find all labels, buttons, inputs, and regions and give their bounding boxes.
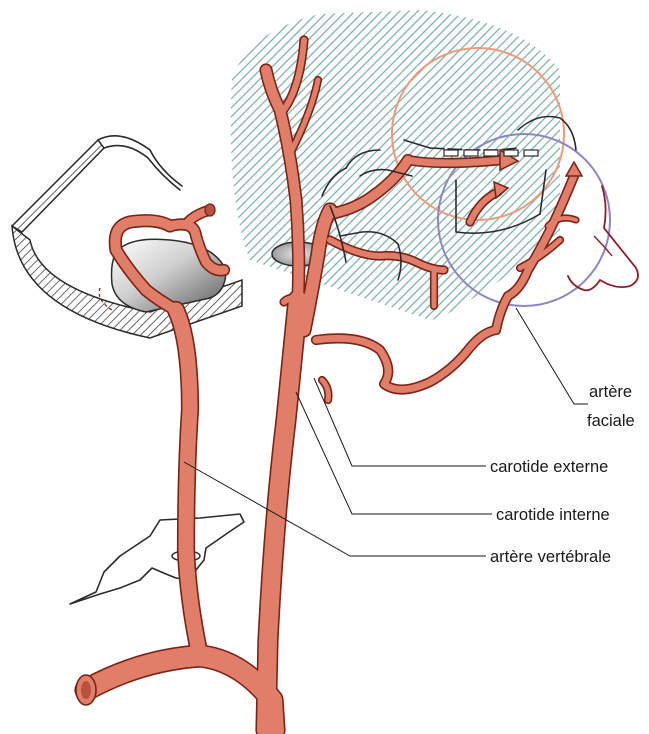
hatch-line xyxy=(449,0,649,340)
arterial-tree xyxy=(86,40,582,730)
hatched-zone-icon xyxy=(0,0,649,340)
hatch-line xyxy=(296,0,636,340)
hatch-line xyxy=(575,0,649,340)
labels: artère faciale carotide externe carotide… xyxy=(490,383,635,566)
label-carotide-interne: carotide interne xyxy=(496,506,610,524)
vessel-cut-end xyxy=(205,204,215,216)
aortic-arch xyxy=(86,656,274,730)
hatch-line xyxy=(593,0,649,340)
arrow-facial-tip xyxy=(566,162,582,176)
hatch-line xyxy=(197,0,537,340)
hatch-line xyxy=(611,0,649,340)
hatch-line xyxy=(620,0,649,340)
hatch-line xyxy=(602,0,649,340)
label-artere-faciale-line1: artère xyxy=(589,383,632,401)
hatch-line xyxy=(629,0,649,340)
face-profile-icon xyxy=(568,186,638,290)
hatch-line xyxy=(278,0,618,340)
skull-section-icon xyxy=(12,136,242,338)
label-carotide-externe: carotide externe xyxy=(490,458,608,476)
hatch-line xyxy=(269,0,609,340)
orbit-marks xyxy=(444,150,538,156)
label-artere-faciale-line2: faciale xyxy=(587,412,635,430)
hatch-line xyxy=(638,0,649,340)
label-artere-vertebrale: artère vertébrale xyxy=(490,548,611,566)
hatch-line xyxy=(548,0,649,340)
maxillary-arrow xyxy=(408,160,502,163)
vertebra-icon xyxy=(70,514,244,604)
